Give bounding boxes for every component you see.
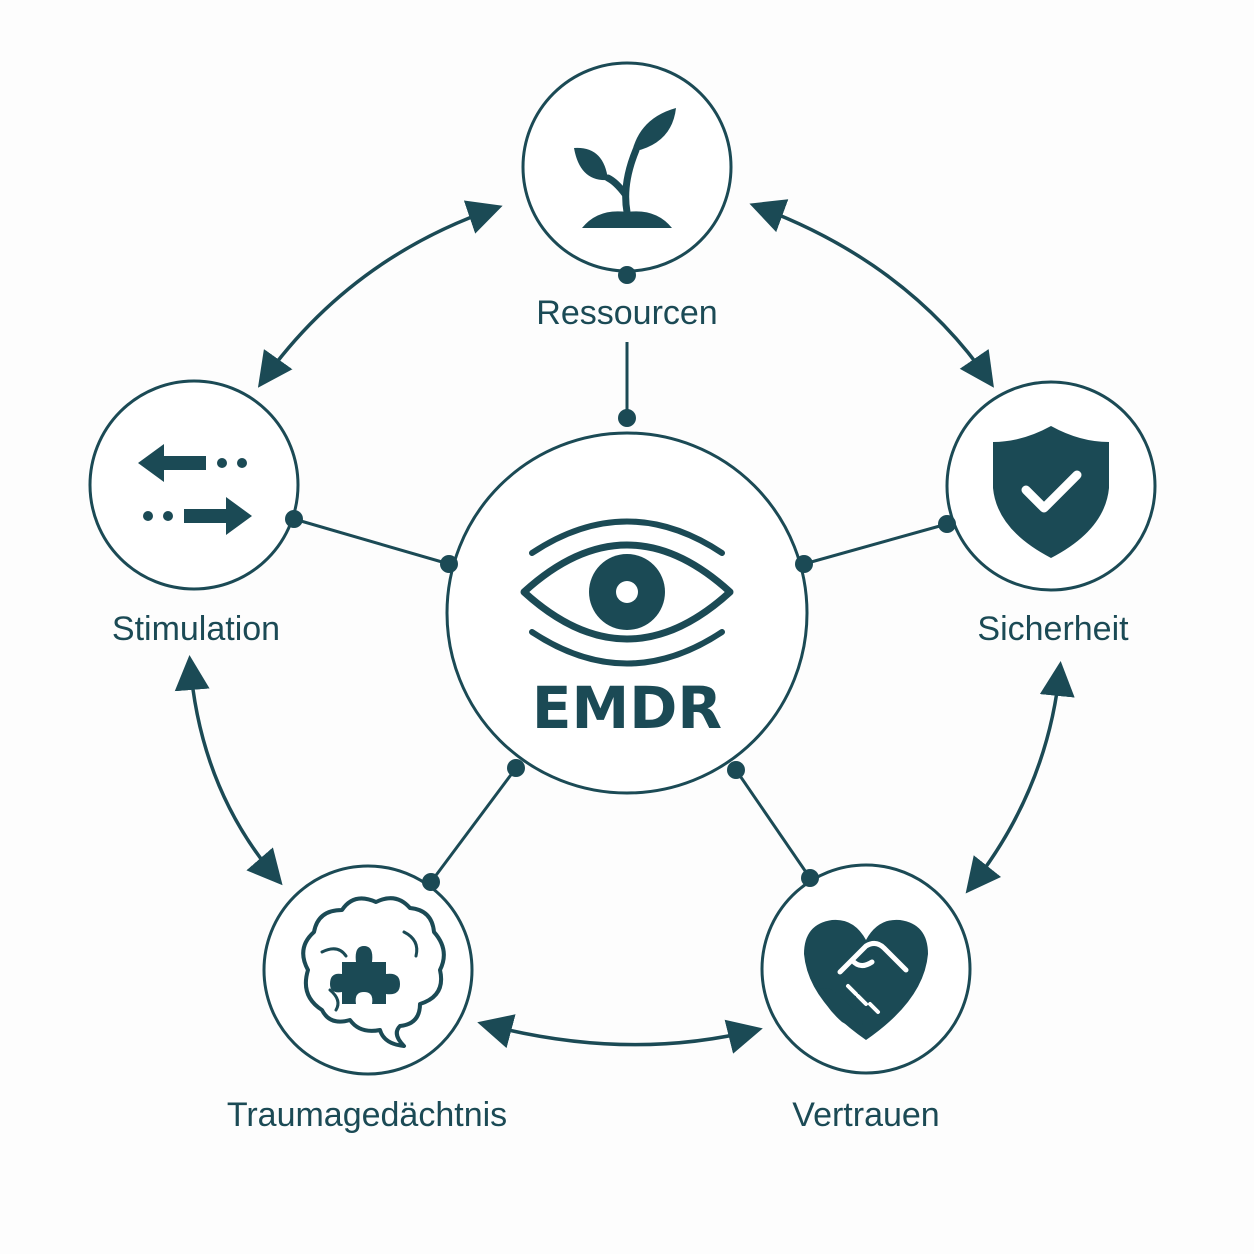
node-vertrauen: Vertrauen <box>760 863 972 1134</box>
bilateral-arrows-icon <box>138 444 252 535</box>
node-sicherheit: Sicherheit <box>945 380 1157 648</box>
spoke-sicherheit <box>803 522 948 566</box>
sprout-icon <box>574 108 676 228</box>
eye-icon <box>520 518 734 667</box>
connector-dots <box>285 266 956 891</box>
shield-check-icon <box>993 426 1109 558</box>
node-ressourcen: Ressourcen <box>521 61 733 332</box>
arrow-ressourcen-sicherheit <box>749 199 994 388</box>
arrow-sicherheit-vertrauen <box>965 661 1075 894</box>
node-label: Sicherheit <box>977 610 1129 648</box>
heart-handshake-icon <box>804 919 928 1040</box>
arrow-stimulation-ressourcen <box>257 200 503 388</box>
node-label: Stimulation <box>112 610 280 648</box>
node-label: Ressourcen <box>536 294 717 332</box>
node-label: Vertrauen <box>792 1096 939 1134</box>
node-stimulation: Stimulation <box>88 379 300 648</box>
spoke-stimulation <box>293 517 450 566</box>
node-traumagedaechtnis: Traumagedächtnis <box>227 864 507 1134</box>
center-title: EMDR <box>532 674 722 742</box>
center-node: EMDR <box>445 431 809 795</box>
brain-puzzle-icon <box>301 896 446 1048</box>
spoke-vertrauen <box>734 769 812 879</box>
cycle-arrows <box>174 199 1075 1054</box>
arrow-vertrauen-traumagedaechtnis <box>477 1014 763 1054</box>
spoke-traumagedaechtnis <box>429 767 518 883</box>
spokes <box>293 342 948 883</box>
node-label: Traumagedächtnis <box>227 1096 507 1134</box>
arrow-traumagedaechtnis-stimulation <box>174 655 283 886</box>
